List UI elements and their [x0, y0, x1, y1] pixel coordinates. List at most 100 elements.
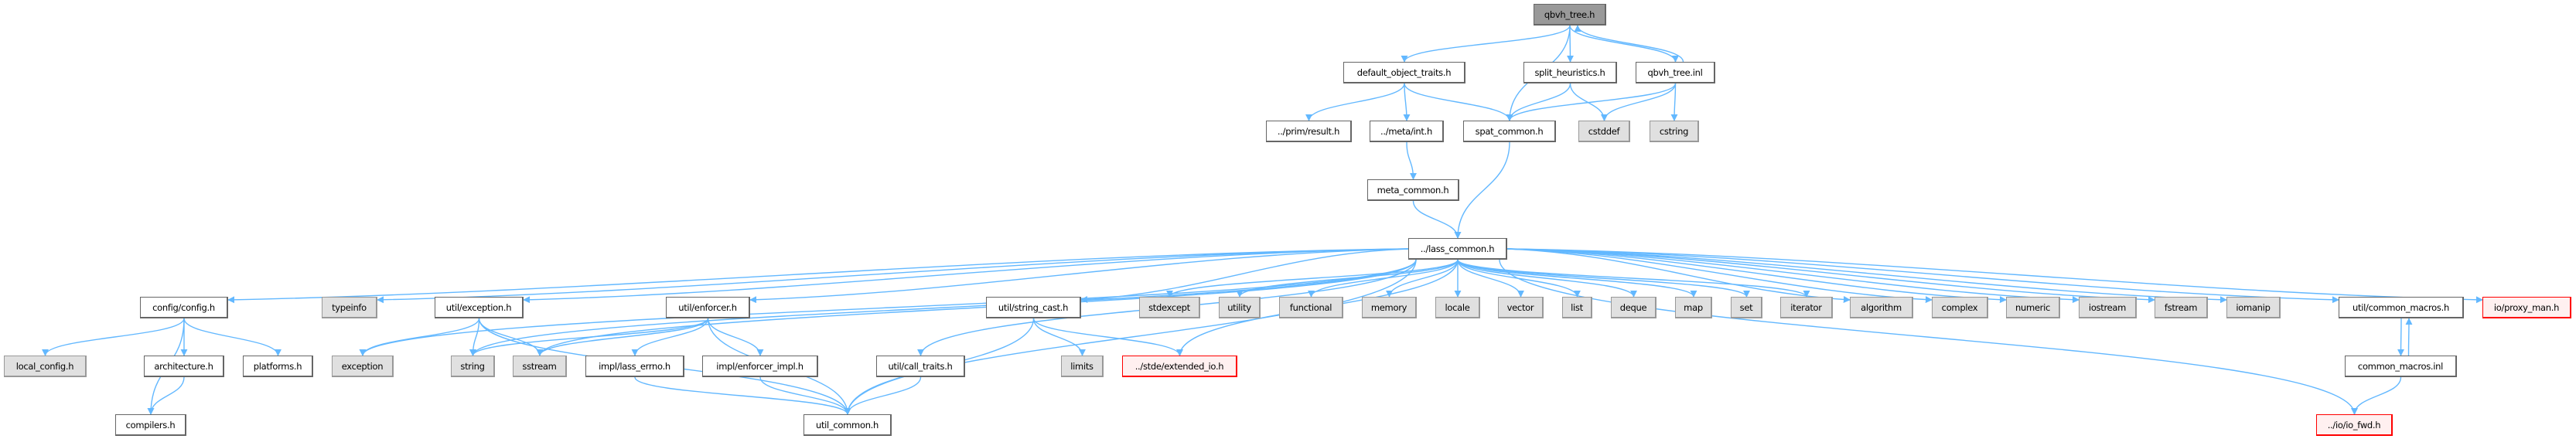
node-common-macros-h[interactable]: util/common_macros.h	[2339, 297, 2464, 318]
edge-util-enforcer-to-lass-errno	[631, 318, 709, 356]
edge-meta-common-to-lass-common	[1412, 200, 1462, 239]
node-label: util/string_cast.h	[998, 301, 1069, 313]
node-split-heuristics[interactable]: split_heuristics.h	[1523, 62, 1617, 83]
node-deque: deque	[1611, 297, 1656, 318]
node-label: map	[1684, 301, 1703, 313]
edge-enforcer-impl-to-util-common	[759, 376, 851, 415]
node-label: split_heuristics.h	[1534, 66, 1605, 78]
node-label: qbvh_tree.inl	[1647, 66, 1703, 78]
node-util-enforcer[interactable]: util/enforcer.h	[666, 297, 750, 318]
node-label: numeric	[2015, 301, 2050, 313]
edge-split-heuristics-to-spat-common	[1506, 83, 1571, 121]
edge-spat-common-to-lass-common	[1454, 141, 1510, 239]
node-functional: functional	[1279, 297, 1343, 318]
node-label: sstream	[522, 360, 557, 372]
node-label: local_config.h	[15, 360, 74, 372]
node-label: util/common_macros.h	[2353, 301, 2449, 313]
node-label: limits	[1070, 360, 1094, 372]
node-label: default_object_traits.h	[1356, 66, 1452, 78]
node-prim-result[interactable]: ../prim/result.h	[1266, 121, 1352, 142]
node-qbvh-tree-inl[interactable]: qbvh_tree.inl	[1636, 62, 1715, 83]
node-label: config/config.h	[152, 301, 215, 313]
node-label: locale	[1445, 301, 1470, 313]
edge-util-enforcer-to-enforcer-impl	[707, 318, 764, 356]
edge-util-enforcer-to-sstream	[536, 318, 709, 356]
node-extended-io[interactable]: ../stde/extended_io.h	[1122, 356, 1237, 377]
node-iomanip: iomanip	[2226, 297, 2281, 318]
node-compilers[interactable]: compilers.h	[115, 414, 186, 436]
node-platforms[interactable]: platforms.h	[243, 356, 313, 377]
node-label: meta_common.h	[1377, 184, 1449, 196]
node-label: util/exception.h	[445, 301, 512, 313]
edge-qbvh-tree-h-to-split-heuristics	[1566, 25, 1574, 63]
edge-meta-int-to-meta-common	[1406, 141, 1417, 180]
node-lass-errno[interactable]: impl/lass_errno.h	[585, 356, 684, 377]
node-meta-int[interactable]: ../meta/int.h	[1370, 121, 1444, 142]
edge-lass-common-to-numeric	[1506, 248, 2007, 304]
edge-config-to-platforms	[183, 318, 281, 356]
edge-lass-common-to-string	[469, 259, 1417, 356]
edge-qbvh-tree-h-to-default-object-traits	[1401, 25, 1571, 63]
node-label: functional	[1289, 301, 1332, 313]
node-label: exception	[341, 360, 384, 372]
node-io-fwd[interactable]: ../io/io_fwd.h	[2316, 414, 2393, 436]
node-label: util/enforcer.h	[678, 301, 737, 313]
edge-common-macros-h-to-common-macros-inl	[2397, 318, 2405, 356]
edge-common-macros-inl-to-io-fwd	[2351, 376, 2402, 415]
node-lass-common[interactable]: ../lass_common.h	[1408, 238, 1507, 260]
node-meta-common[interactable]: meta_common.h	[1367, 179, 1459, 201]
edge-lass-common-to-set	[1457, 259, 1750, 298]
edge-lass-common-to-util-exception	[523, 248, 1409, 304]
node-label: impl/enforcer_impl.h	[716, 360, 804, 372]
node-label: ../lass_common.h	[1420, 243, 1495, 254]
node-label: util_common.h	[815, 419, 879, 430]
edge-lass-common-to-io-fwd	[1499, 259, 2358, 415]
edge-lass-common-to-common-macros-h	[1506, 248, 2339, 304]
edge-qbvh-tree-inl-to-qbvh-tree-h	[1574, 25, 1684, 63]
node-label: complex	[1941, 301, 1978, 313]
node-default-object-traits[interactable]: default_object_traits.h	[1343, 62, 1465, 83]
node-label: common_macros.inl	[2357, 360, 2444, 372]
node-util-common[interactable]: util_common.h	[804, 414, 892, 436]
edge-default-object-traits-to-spat-common	[1404, 83, 1513, 121]
edge-lass-common-to-complex	[1506, 248, 1933, 304]
edge-lass-common-to-deque	[1457, 259, 1637, 298]
node-util-exception[interactable]: util/exception.h	[435, 297, 524, 318]
node-string: string	[451, 356, 495, 377]
node-string-cast[interactable]: util/string_cast.h	[986, 297, 1081, 318]
edge-config-to-local-config	[42, 318, 185, 356]
node-spat-common[interactable]: spat_common.h	[1463, 121, 1556, 142]
node-call-traits[interactable]: util/call_traits.h	[876, 356, 965, 377]
node-cstring: cstring	[1650, 121, 1699, 142]
edge-qbvh-tree-inl-to-cstddef	[1601, 83, 1677, 121]
edge-lass-common-to-config	[227, 248, 1409, 304]
node-typeinfo: typeinfo	[322, 297, 377, 318]
node-label: iostream	[2088, 301, 2127, 313]
node-common-macros-inl[interactable]: common_macros.inl	[2345, 356, 2457, 377]
edge-lass-common-to-utility	[1236, 259, 1459, 298]
node-utility: utility	[1219, 297, 1261, 318]
edge-lass-common-to-memory	[1386, 259, 1459, 298]
node-architecture[interactable]: architecture.h	[144, 356, 224, 377]
edge-common-macros-inl-to-common-macros-h	[2405, 318, 2413, 356]
edge-lass-common-to-stdexcept	[1166, 259, 1459, 298]
node-label: typeinfo	[332, 301, 367, 313]
node-label: spat_common.h	[1475, 125, 1544, 137]
node-label: algorithm	[1861, 301, 1902, 313]
node-enforcer-impl[interactable]: impl/enforcer_impl.h	[702, 356, 818, 377]
edge-qbvh-tree-inl-to-cstring	[1670, 83, 1678, 121]
node-label: stdexcept	[1148, 301, 1190, 313]
node-limits: limits	[1061, 356, 1104, 377]
edge-lass-common-to-typeinfo	[377, 248, 1409, 304]
node-algorithm: algorithm	[1850, 297, 1913, 318]
node-config[interactable]: config/config.h	[140, 297, 228, 318]
edge-split-heuristics-to-cstddef	[1569, 83, 1608, 121]
node-label: platforms.h	[253, 360, 302, 372]
node-label: vector	[1506, 301, 1534, 313]
node-memory: memory	[1362, 297, 1417, 318]
node-proxy-man[interactable]: io/proxy_man.h	[2482, 297, 2571, 318]
edge-lass-common-to-util-common	[844, 259, 1417, 415]
node-label: fstream	[2164, 301, 2198, 313]
node-qbvh-tree-h[interactable]: qbvh_tree.h	[1534, 4, 1606, 26]
